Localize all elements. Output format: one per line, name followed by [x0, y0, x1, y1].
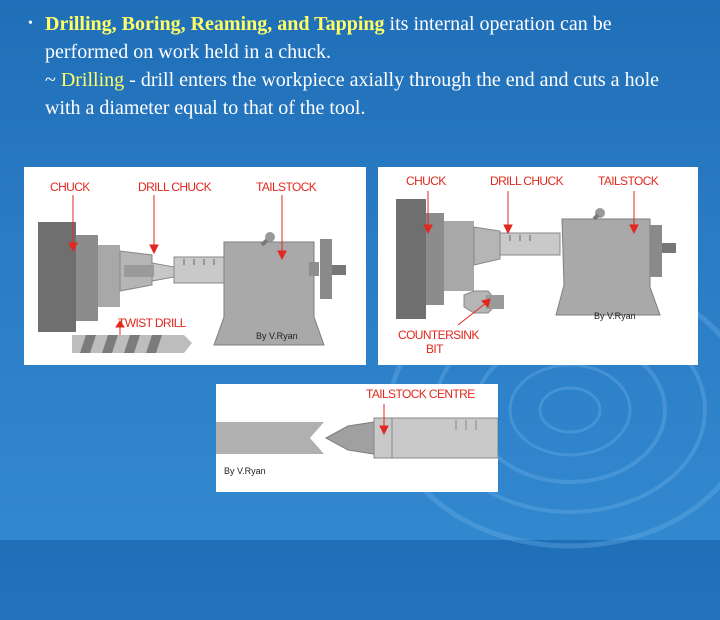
- figure-drilling: CHUCK DRILL CHUCK TAILSTOCK TWIST DRILL …: [24, 167, 366, 365]
- label-chuck-2: CHUCK: [406, 174, 446, 188]
- heading-keywords: Drilling, Boring, Reaming, and Tapping: [45, 13, 385, 35]
- label-twist-drill: TWIST DRILL: [118, 316, 187, 330]
- bullet: •: [28, 16, 33, 31]
- sub-point: ~ Drilling - drill enters the workpiece …: [45, 66, 695, 122]
- label-drill-chuck-2: DRILL CHUCK: [490, 174, 564, 188]
- label-tailstock: TAILSTOCK: [256, 180, 317, 194]
- sub-prefix: ~: [45, 69, 61, 91]
- label-tailstock-2: TAILSTOCK: [598, 174, 659, 188]
- sub-keyword: Drilling: [60, 69, 125, 91]
- figure-countersink: CHUCK DRILL CHUCK TAILSTOCK COUNTERSINK …: [378, 167, 698, 365]
- sub-rest: - drill enters the workpiece axially thr…: [45, 69, 659, 119]
- bullet-paragraph: Drilling, Boring, Reaming, and Tapping i…: [45, 10, 695, 122]
- label-chuck: CHUCK: [50, 180, 90, 194]
- label-countersink: COUNTERSINK: [398, 328, 479, 342]
- figure-tailstock-centre: TAILSTOCK CENTRE By V.Ryan: [216, 384, 498, 492]
- label-tailstock-centre: TAILSTOCK CENTRE: [366, 387, 475, 401]
- label-drill-chuck: DRILL CHUCK: [138, 180, 212, 194]
- credit-2: By V.Ryan: [594, 311, 636, 321]
- heading-rest: its internal operation can be performed …: [45, 13, 612, 63]
- label-countersink-bit: BIT: [426, 342, 444, 356]
- credit-3: By V.Ryan: [224, 466, 266, 476]
- credit-1: By V.Ryan: [256, 331, 298, 341]
